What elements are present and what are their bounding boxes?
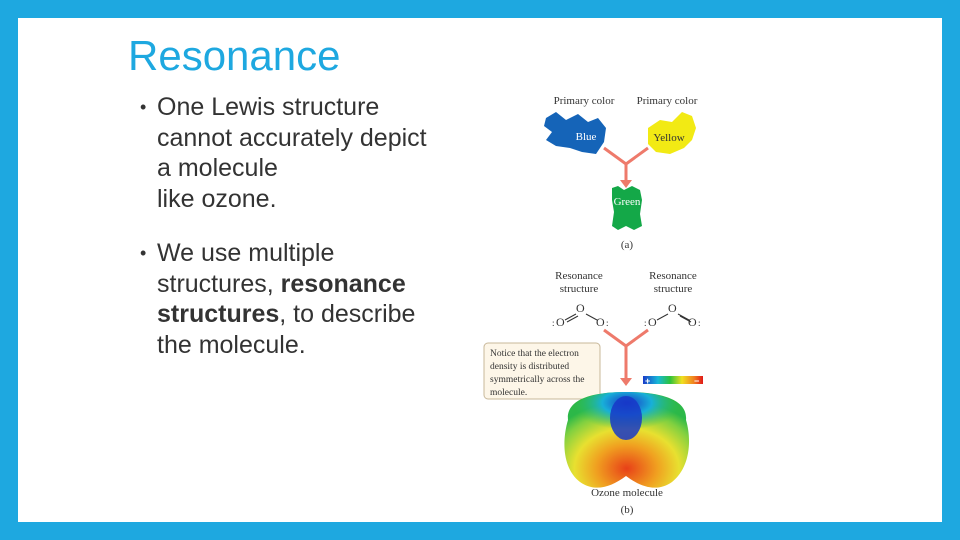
bullet-2-line-4: the molecule. xyxy=(157,330,306,359)
bullet-item-1: • One Lewis structure cannot accurately … xyxy=(140,92,470,214)
bullet-dot: • xyxy=(140,243,147,263)
bullet-2-line-1: We use multiple xyxy=(157,239,335,267)
bullet-2-text-2: , to describe xyxy=(279,300,416,328)
bullet-2-bold-term: resonance xyxy=(280,269,406,298)
bullet-2-line-3: structures, to describe xyxy=(157,299,470,330)
slide-canvas xyxy=(18,18,942,522)
bullet-item-2: • We use multiple structures, resonance … xyxy=(140,238,470,360)
bullet-dot: • xyxy=(140,97,147,117)
bullet-1-line-2: cannot accurately depict xyxy=(157,123,427,152)
bullet-2-bold-term-2: structures xyxy=(157,300,280,328)
bullet-1-line-3: a molecule xyxy=(157,154,278,182)
slide-title: Resonance xyxy=(128,32,341,79)
bullet-1-line-1: One Lewis structure xyxy=(157,93,380,121)
bullet-2-text: structures, xyxy=(157,269,281,298)
bullet-1-line-4: like ozone. xyxy=(157,184,277,213)
bullet-list: • One Lewis structure cannot accurately … xyxy=(140,92,470,384)
bullet-2-line-2: structures, resonance xyxy=(157,269,470,300)
